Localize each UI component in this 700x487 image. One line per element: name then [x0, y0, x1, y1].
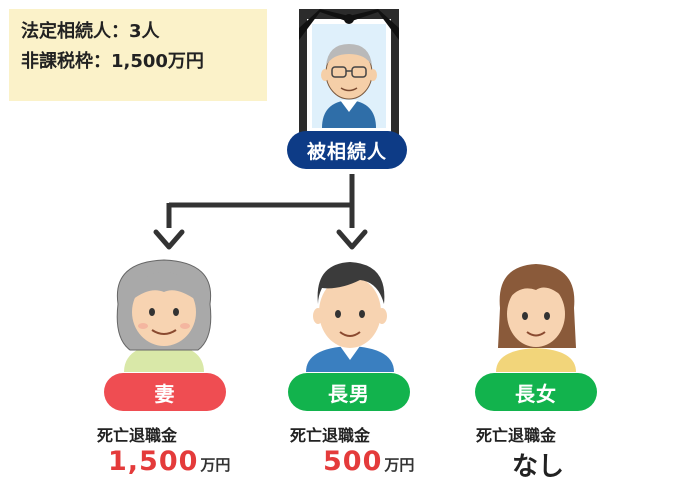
- deceased-label: 被相続人: [287, 131, 407, 169]
- son-retirement-label: 死亡退職金: [290, 426, 371, 445]
- tax-exemption-text: 非課税枠：1,500万円: [21, 51, 204, 72]
- memorial-portrait-icon: [299, 9, 399, 141]
- son-amount-value: 500: [323, 446, 383, 477]
- man-icon: [306, 262, 394, 372]
- arrow-down-icon: [153, 229, 368, 250]
- daughter-amount-none: なし: [512, 452, 565, 482]
- wife-amount-unit: 万円: [200, 456, 231, 474]
- woman-icon: [496, 264, 576, 372]
- heir-wife-label: 妻: [104, 373, 226, 411]
- elderly-woman-icon: [116, 259, 212, 372]
- heir-son-label: 長男: [288, 373, 410, 411]
- heir-count-text: 法定相続人：3人: [21, 21, 160, 42]
- son-amount-unit: 万円: [384, 456, 415, 474]
- info-box: 法定相続人：3人 非課税枠：1,500万円: [9, 9, 267, 101]
- wife-amount-value: 1,500: [108, 446, 199, 477]
- daughter-retirement-label: 死亡退職金: [476, 426, 557, 445]
- connector-lines: [166, 174, 355, 228]
- wife-retirement-label: 死亡退職金: [97, 426, 178, 445]
- heir-daughter-label: 長女: [475, 373, 597, 411]
